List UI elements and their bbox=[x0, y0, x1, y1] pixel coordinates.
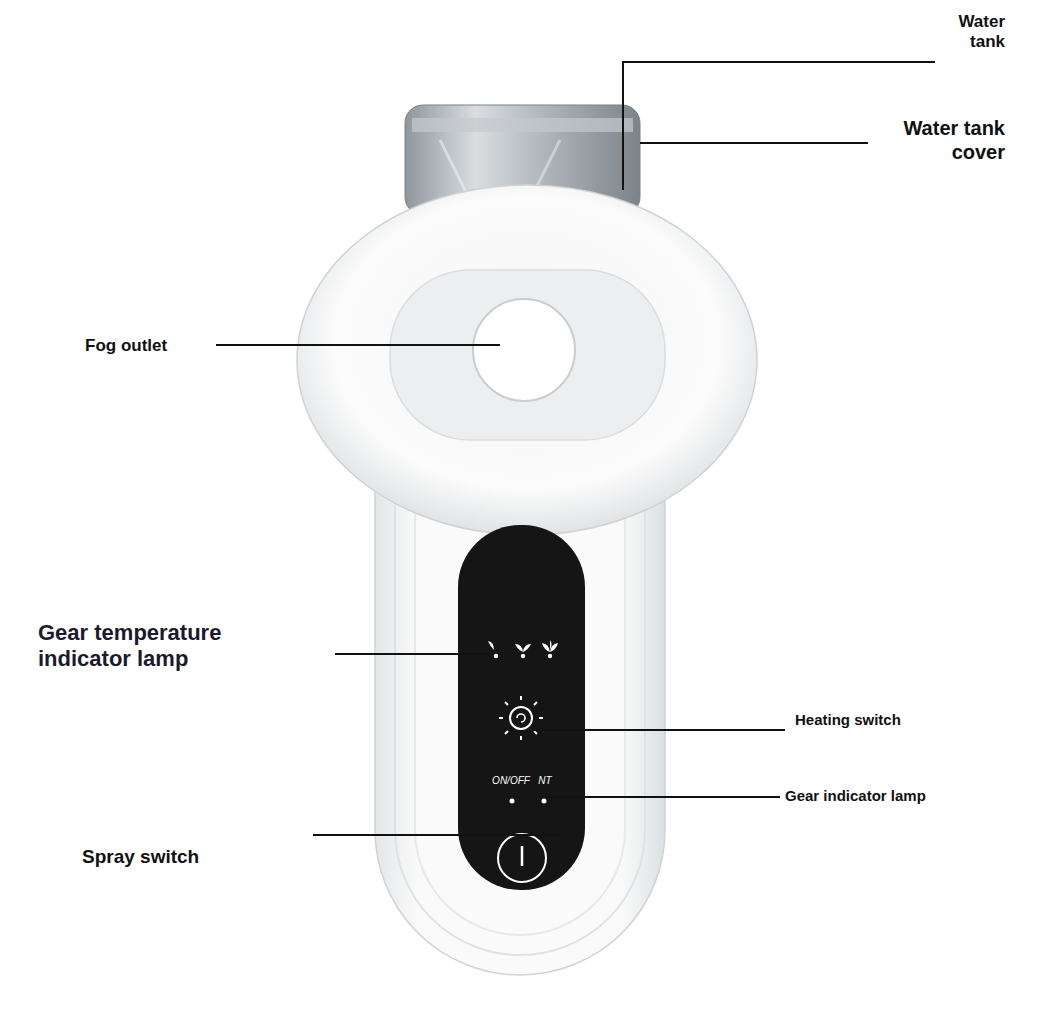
part-label: Gear indicator lamp bbox=[785, 787, 926, 805]
leaf-icons bbox=[488, 640, 558, 658]
panel-marking: NT bbox=[538, 775, 551, 787]
leader-lines bbox=[216, 62, 935, 835]
heating-icon bbox=[499, 696, 543, 740]
funnel bbox=[297, 185, 757, 535]
part-label: Gear temperature indicator lamp bbox=[38, 620, 318, 673]
part-label: Spray switch bbox=[82, 846, 199, 869]
part-label: Fog outlet bbox=[85, 336, 167, 356]
part-label: Heating switch bbox=[795, 711, 901, 729]
part-label: Water tank cover bbox=[865, 116, 1005, 164]
power-button bbox=[498, 834, 546, 882]
part-label: Water tank bbox=[935, 12, 1005, 53]
panel-marking: ON/OFF bbox=[492, 775, 530, 787]
